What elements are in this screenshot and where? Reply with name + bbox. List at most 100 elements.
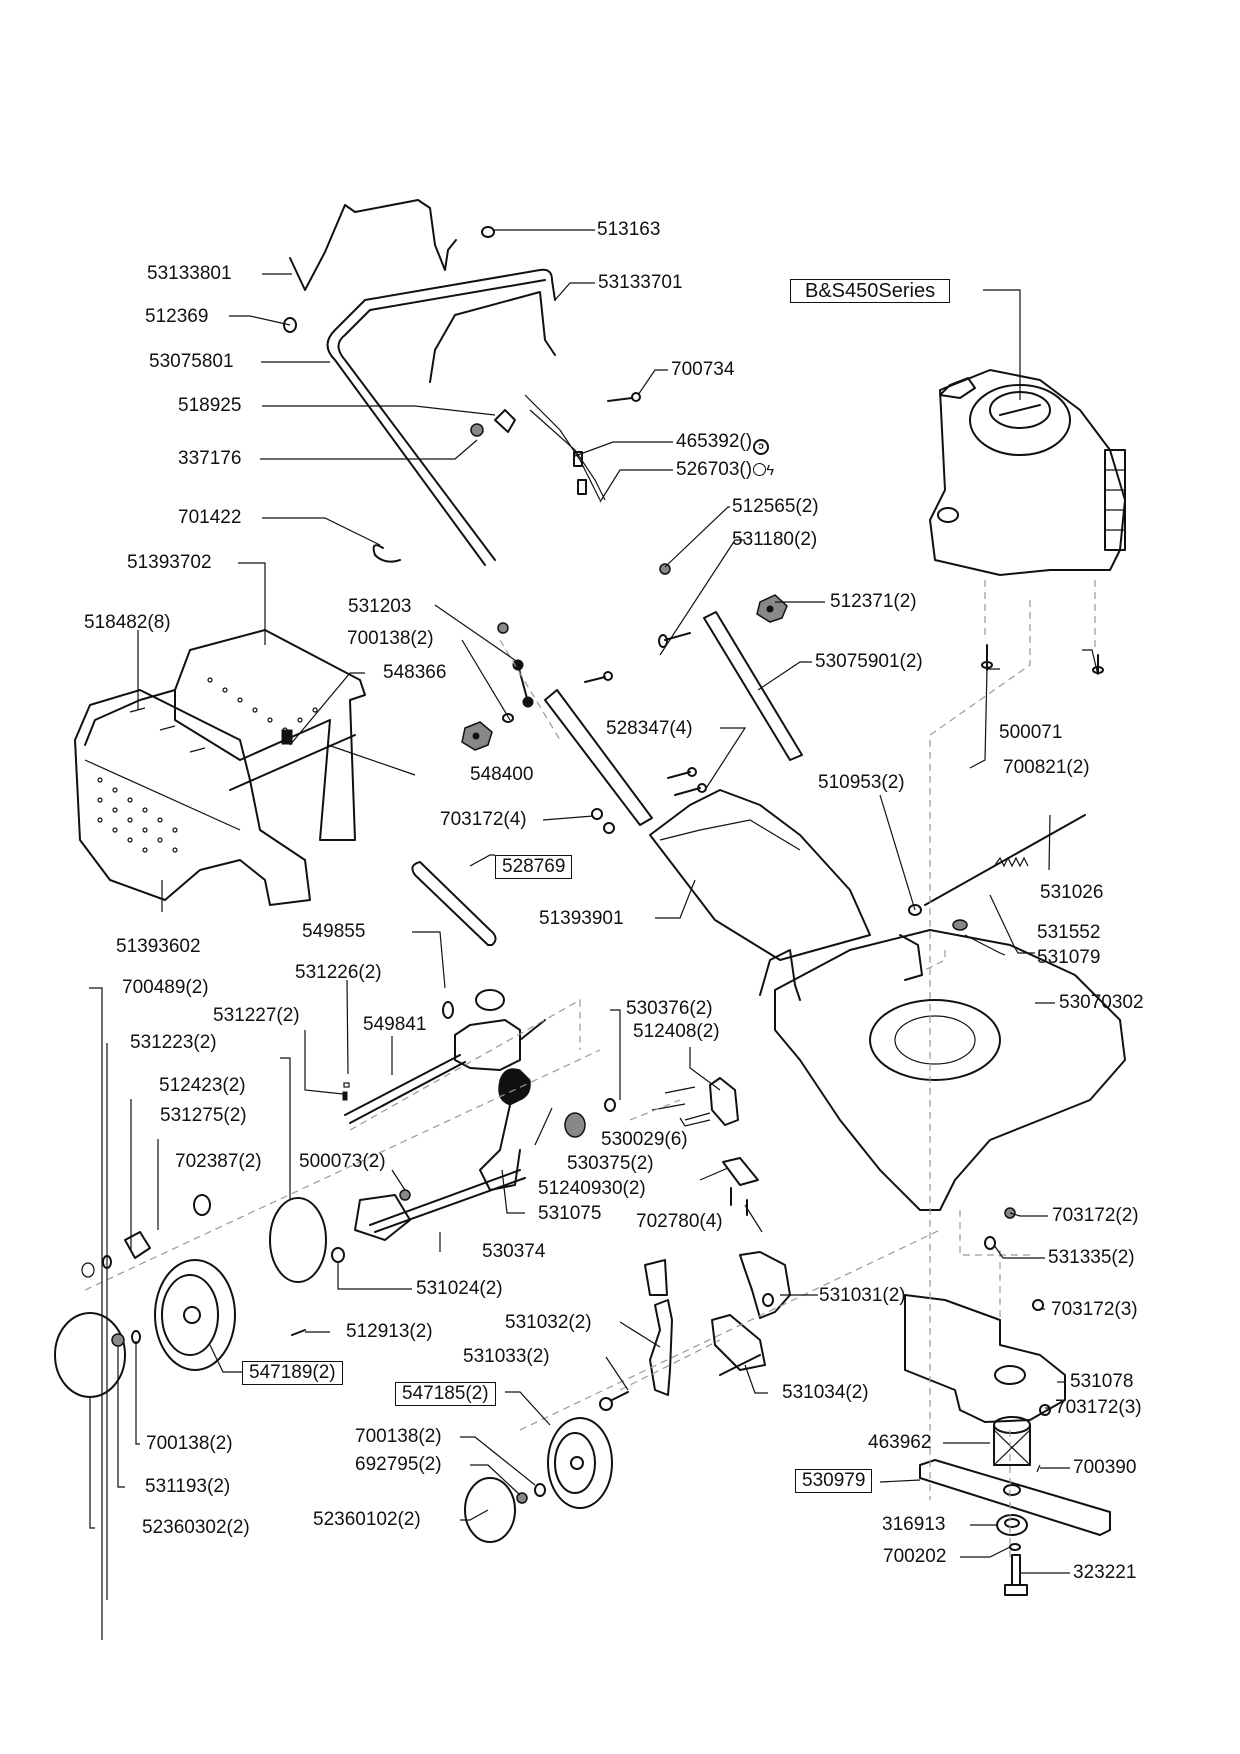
label-549855: 549855 [302,921,366,942]
washer-316913-icon [996,1514,1028,1536]
blade-530979 [919,1459,1111,1536]
label-700734: 700734 [671,359,735,380]
bolts-528347 [584,671,707,796]
bolt-323221-icon [1004,1554,1028,1596]
label-500071: 500071 [999,722,1063,743]
bracket-512408 [709,1077,739,1126]
label-53075801: 53075801 [149,351,234,372]
label-512565: 512565(2) [732,496,819,517]
throttle-cable-icon [753,463,767,476]
nut-692795-icon [516,1492,528,1504]
spring-702387-icon [193,1194,211,1216]
label-531032: 531032(2) [505,1312,592,1333]
label-531180: 531180(2) [732,529,818,550]
nut-703172-3a-icon [1032,1299,1044,1311]
label-512913: 512913(2) [346,1321,433,1342]
washer-700202-icon [1009,1543,1021,1551]
wheel-gear-512423 [269,1197,327,1283]
washer-513163-icon [481,226,495,238]
label-531026: 531026 [1040,882,1104,903]
label-52360102: 52360102(2) [313,1509,421,1530]
bushing-530375-icon [564,1112,586,1138]
label-531193: 531193(2) [145,1476,231,1497]
engine-model-box: B&S450Series [790,279,951,303]
label-701422: 701422 [178,507,242,528]
label-703172-4: 703172(4) [440,809,527,830]
front-wheel-547185 [547,1417,613,1509]
gearbox-549841 [344,989,546,1124]
mower-deck-53070302 [759,929,1126,1211]
label-531033: 531033(2) [463,1346,550,1367]
washer-700138-icon [502,713,514,723]
label-531227: 531227(2) [213,1005,300,1026]
label-700138-a: 700138(2) [347,628,434,649]
rear-hubcap-52360302 [54,1312,126,1398]
screw-700734-icon [607,392,641,402]
label-323221: 323221 [1073,1562,1137,1583]
label-510953: 510953(2) [818,772,905,793]
label-548366: 548366 [383,662,447,683]
spring-531552-icon [994,856,1029,868]
pin-531180-icon [658,632,691,648]
label-51393702: 51393702 [127,552,212,573]
label-692795: 692795(2) [355,1454,442,1475]
drive-belt-528769 [411,861,497,946]
label-53133701: 53133701 [598,272,683,293]
label-512423: 512423(2) [159,1075,246,1096]
label-700390: 700390 [1073,1457,1137,1478]
label-51393602: 51393602 [116,936,201,957]
label-526703: 526703()ϟ [676,459,774,482]
label-700202: 700202 [883,1546,947,1567]
label-700489: 700489(2) [122,977,209,998]
clip-512369-icon [283,317,297,333]
label-51240930: 51240930(2) [538,1178,646,1199]
bag-clip-548366-icon [281,729,293,745]
label-518925: 518925 [178,395,242,416]
label-703172-3-a: 703172(3) [1051,1299,1138,1320]
lower-bail-bar-53133701 [429,291,556,383]
washer-531024-icon [331,1247,345,1263]
screw-512913-icon [291,1329,306,1336]
label-530376: 530376(2) [626,998,713,1019]
label-547189: 547189(2) [242,1361,343,1385]
label-531203: 531203 [348,596,412,617]
label-531079: 531079 [1037,947,1101,968]
label-53075901: 53075901(2) [815,651,923,672]
label-531075: 531075 [538,1203,602,1224]
link-531203 [497,622,534,708]
label-530374: 530374 [482,1241,546,1262]
label-53070302: 53070302 [1059,992,1144,1013]
label-703172-2: 703172(2) [1052,1205,1139,1226]
nut-703172-3b-icon [1039,1404,1051,1416]
label-530979: 530979 [795,1469,873,1493]
label-549841: 549841 [363,1014,427,1035]
label-548400: 548400 [470,764,534,785]
label-465392: 465392()ↄ [676,431,770,455]
nuts-703172 [591,808,615,834]
label-518482: 518482(8) [84,612,171,633]
pin-549855-icon [442,1001,454,1019]
label-531552: 531552 [1037,922,1101,943]
label-531034: 531034(2) [782,1382,869,1403]
cable-clip-518925-icon [494,409,516,433]
label-530029: 530029(6) [601,1129,688,1150]
washer-531079-icon [952,919,968,931]
front-arm-531032 [644,1259,673,1396]
label-52360302: 52360302(2) [142,1517,250,1538]
label-51393901: 51393901 [539,908,624,929]
label-700138-b: 700138(2) [355,1426,442,1447]
adapter-463962 [993,1416,1031,1466]
engine-stop-cable-icon: ↄ [753,439,770,455]
rear-axle-530374 [369,1169,526,1233]
leader-lines [89,229,1099,1640]
pinion-531275 [124,1231,151,1259]
rear-flap-51393901 [649,789,871,961]
label-512371: 512371(2) [830,591,917,612]
label-703172-3-b: 703172(3) [1055,1397,1142,1418]
label-465392-text: 465392() [676,431,753,452]
bag-screws-518482 [129,707,206,753]
grass-bag-top-51393702 [174,629,366,841]
adjust-lever-left [544,689,653,826]
